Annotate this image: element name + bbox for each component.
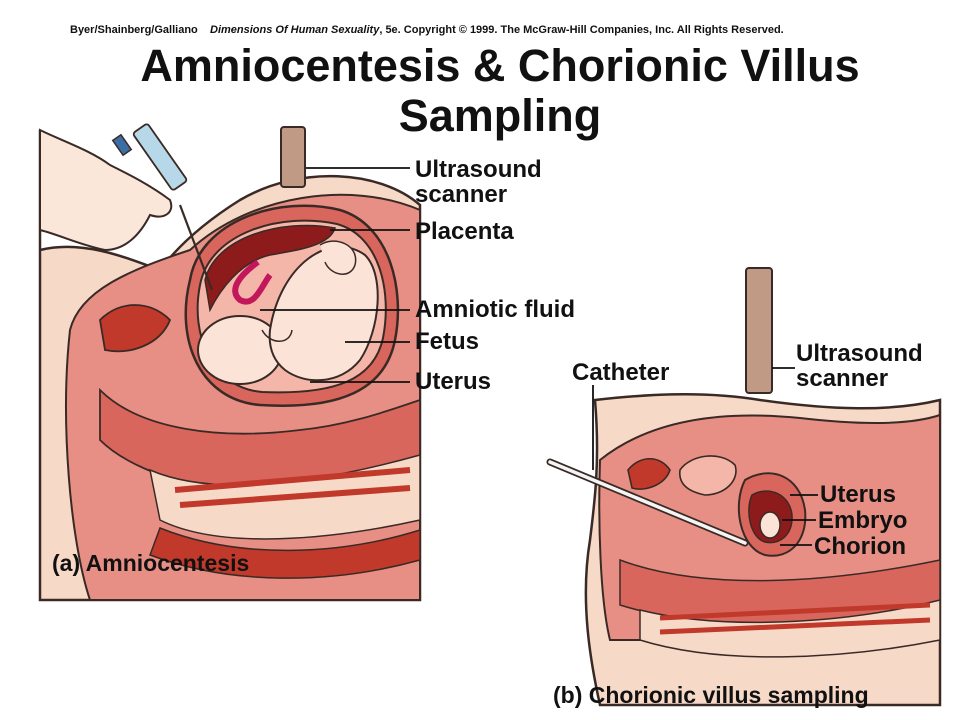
panel-a-illustration <box>38 123 422 602</box>
panel-b-illustration <box>546 267 942 707</box>
label-a-placenta: Placenta <box>415 218 514 245</box>
panel-b-ultrasound-scanner <box>745 267 773 394</box>
label-b-ultrasound-scanner: Ultrasound scanner <box>796 341 923 391</box>
label-a-uterus: Uterus <box>415 368 492 395</box>
panel-a-syringe <box>111 123 214 291</box>
credit-authors: Byer/Shainberg/Galliano <box>70 24 198 36</box>
credit-rest: , 5e. Copyright © 1999. The McGraw-Hill … <box>379 24 784 36</box>
label-b-chorion: Chorion <box>814 533 906 560</box>
page-title-line2: Sampling <box>398 90 602 141</box>
label-a-amniotic-fluid: Amniotic fluid <box>415 296 575 323</box>
label-b-ultrasound-line2: scanner <box>796 365 889 392</box>
label-b-uterus: Uterus <box>820 481 897 508</box>
page-title-line1: Amniocentesis & Chorionic Villus <box>140 40 860 91</box>
label-a-ultrasound-scanner: Ultrasound scanner <box>415 157 542 207</box>
copyright-credit: Byer/Shainberg/Galliano Dimensions Of Hu… <box>70 24 784 36</box>
panel-a-ultrasound-scanner <box>280 126 306 188</box>
panel-a-hand <box>39 128 173 252</box>
label-a-ultrasound-line2: scanner <box>415 181 508 208</box>
panel-a-fetus <box>268 245 379 382</box>
label-a-fetus: Fetus <box>415 328 480 355</box>
credit-book: Dimensions Of Human Sexuality <box>210 24 380 36</box>
caption-b: (b) Chorionic villus sampling <box>553 682 869 708</box>
caption-a: (a) Amniocentesis <box>52 550 250 576</box>
panel-b-embryo <box>759 511 781 539</box>
panel-a-placenta <box>204 224 336 313</box>
label-b-ultrasound-line1: Ultrasound <box>796 340 923 367</box>
label-b-embryo: Embryo <box>818 507 908 534</box>
label-a-ultrasound-line1: Ultrasound <box>415 156 542 183</box>
label-b-catheter: Catheter <box>572 359 670 386</box>
